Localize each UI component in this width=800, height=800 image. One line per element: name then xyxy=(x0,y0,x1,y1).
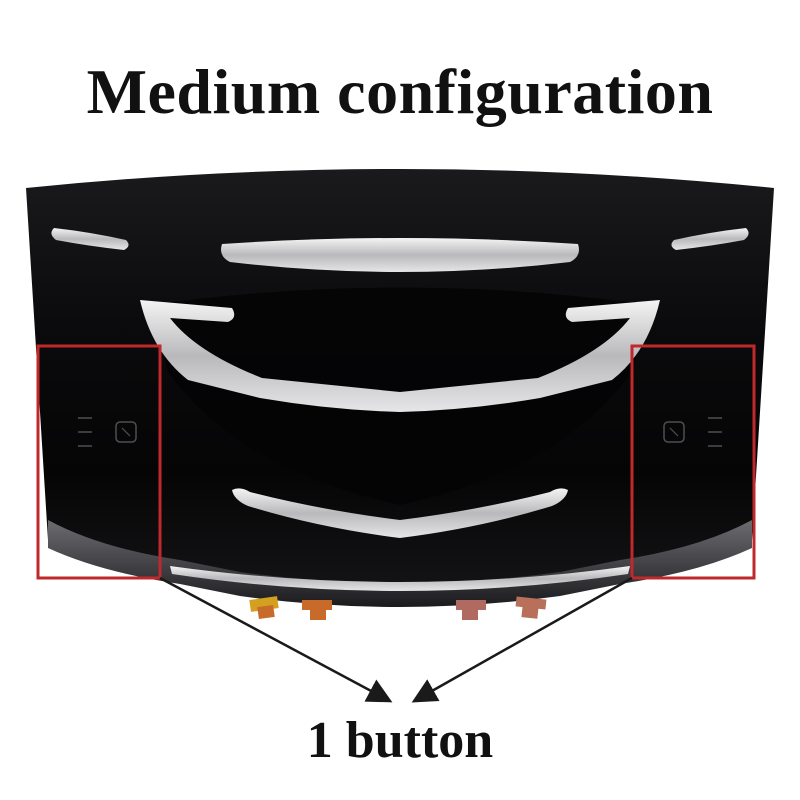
chrome-slot-right xyxy=(671,228,749,250)
highlight-box-left xyxy=(36,344,162,580)
adhesive-tape-tab xyxy=(456,600,486,620)
chrome-bottom-strip xyxy=(170,566,630,591)
adhesive-tape-tab xyxy=(515,596,547,619)
bottom-lip xyxy=(48,520,752,607)
chrome-trim-middle xyxy=(140,300,660,412)
adhesive-tape-tab xyxy=(249,596,279,620)
highlight-box-right xyxy=(630,344,756,580)
chrome-bar-top xyxy=(221,238,579,272)
page-title: Medium configuration xyxy=(86,56,714,127)
chrome-bar-lower xyxy=(232,488,568,538)
touch-button-icon xyxy=(663,417,722,447)
adhesive-tape-tab xyxy=(302,600,332,620)
button-count-caption: 1 button xyxy=(306,712,494,769)
touch-button-icon xyxy=(78,417,137,447)
chrome-slot-left xyxy=(51,228,129,250)
arrow-left xyxy=(159,576,393,703)
arrow-right xyxy=(411,576,633,703)
